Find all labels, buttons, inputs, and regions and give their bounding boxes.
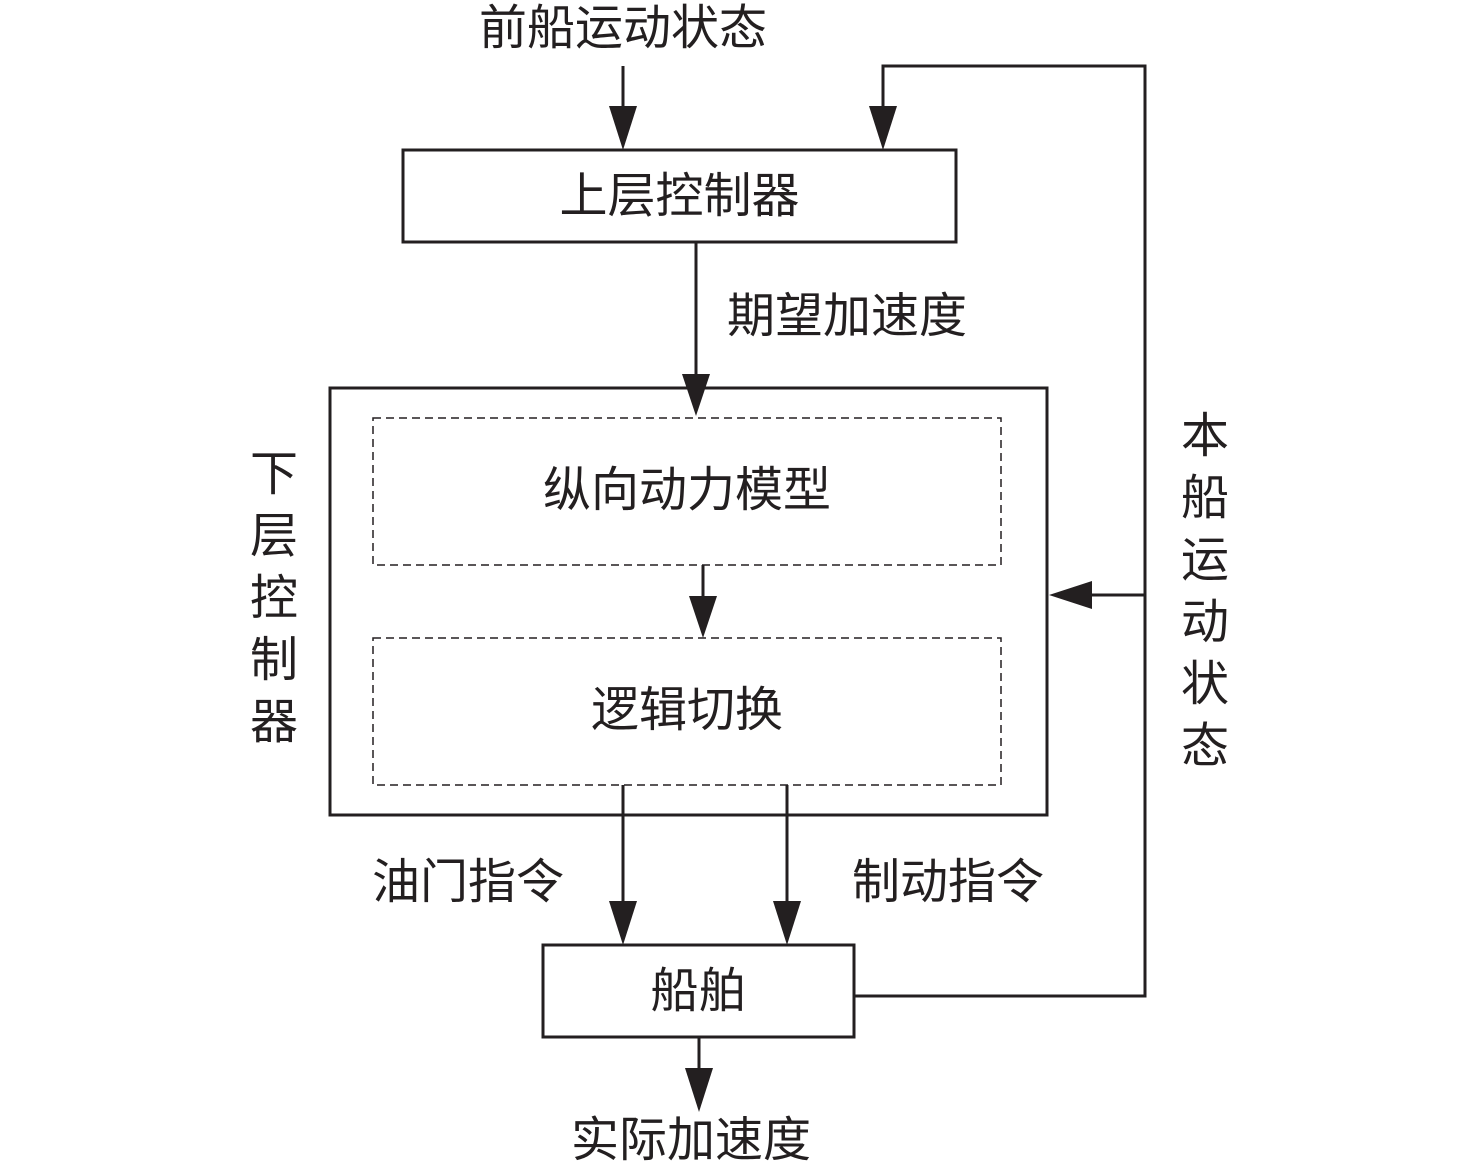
logic-switch-label: 逻辑切换	[590, 682, 783, 738]
actual-accel-label: 实际加速度	[571, 1112, 812, 1168]
upper-controller-box	[401, 148, 958, 244]
lower-controller-label: 下层控制器	[241, 448, 297, 758]
throttle-cmd-label: 油门指令	[372, 854, 565, 910]
arrowheads	[609, 106, 1092, 1112]
front-ship-state-label: 前船运动状态	[479, 0, 768, 56]
arrowhead-actual-accel	[685, 1068, 713, 1112]
lower-controller-box	[328, 386, 1049, 817]
feedback-line-top	[881, 64, 1147, 595]
upper-controller-label: 上层控制器	[559, 168, 800, 224]
longitudinal-model-box	[372, 417, 1002, 566]
arrowhead-desired-accel	[682, 374, 710, 416]
feedback-line-bottom	[854, 593, 1147, 998]
arrowhead-throttle	[609, 901, 637, 945]
arrowhead-brake	[773, 901, 801, 945]
desired-accel-label: 期望加速度	[727, 288, 968, 344]
logic-switch-box	[372, 637, 1002, 786]
connectors	[621, 64, 1147, 1070]
brake-cmd-label: 制动指令	[852, 854, 1045, 910]
arrowhead-model-to-switch	[689, 596, 717, 638]
arrowhead-front-state	[609, 106, 637, 150]
ship-label: 船舶	[650, 963, 747, 1019]
longitudinal-model-label: 纵向动力模型	[542, 462, 831, 518]
arrowhead-feedback-in	[1049, 581, 1092, 609]
arrowhead-feedback-top	[869, 106, 897, 150]
own-ship-state-label: 本船运动状态	[1172, 410, 1228, 782]
